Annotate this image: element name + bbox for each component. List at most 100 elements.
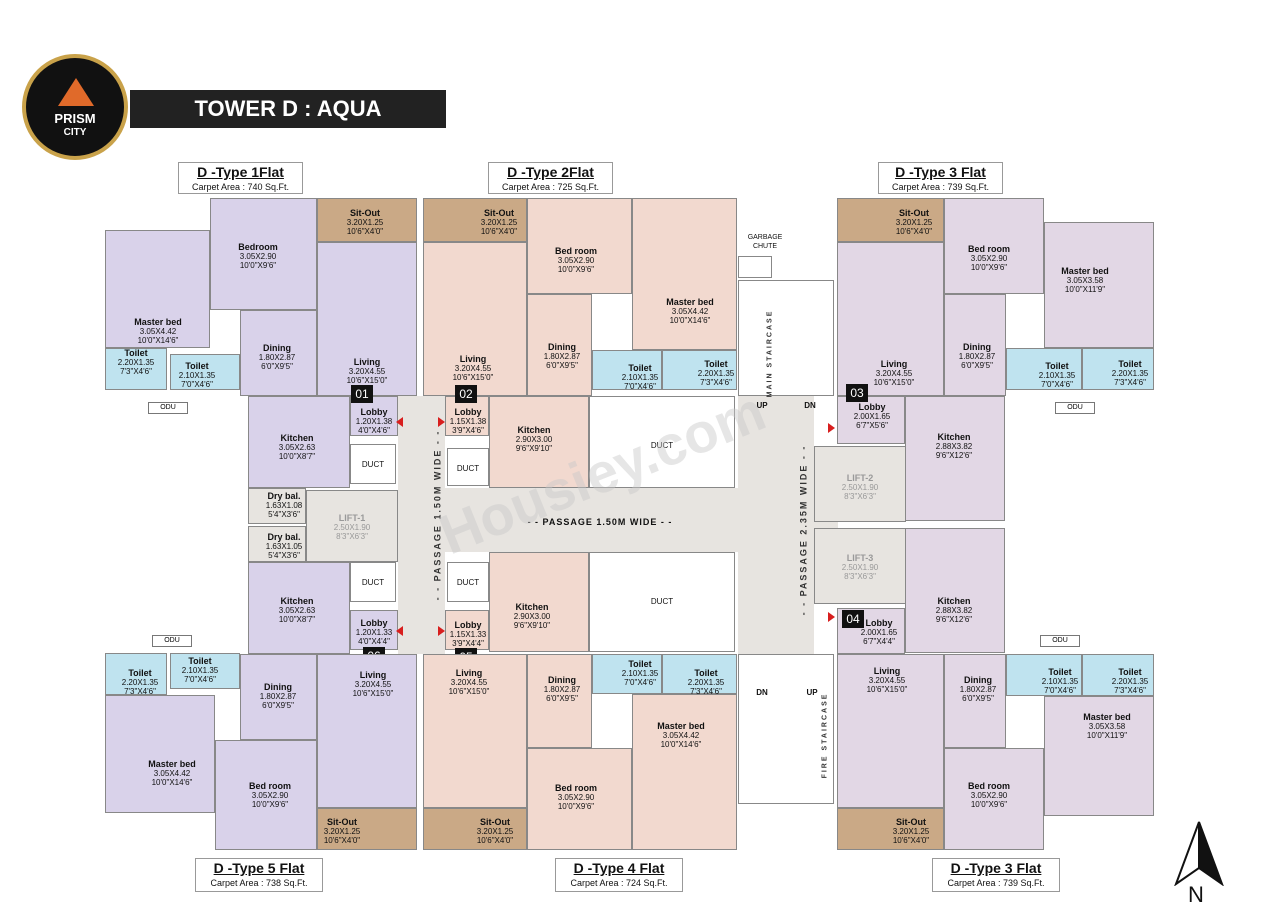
fire-staircase-dn: DN (756, 688, 768, 697)
fire-staircase-label: FIRE STAIRCASE (821, 692, 829, 779)
flat-title-type3-top: D -Type 3 Flat Carpet Area : 739 Sq.Ft. (878, 162, 1003, 194)
flat2-dining (527, 294, 592, 396)
flat3-dining (944, 294, 1006, 396)
flat3-odu: ODU (1055, 402, 1095, 414)
flat5-dining (240, 654, 317, 740)
flat3-master-bed (1044, 222, 1154, 348)
flat-number-badge-04: 04 (842, 610, 864, 628)
flat-name: D -Type 3 Flat (950, 860, 1042, 876)
duct-1-label: DUCT (361, 460, 385, 469)
flat2-sitout (423, 198, 527, 242)
entry-arrow-icon (396, 417, 403, 427)
flat-name: D -Type 5 Flat (213, 860, 305, 876)
core-passage-right (738, 396, 814, 654)
logo-brand-line2: CITY (63, 127, 87, 138)
entry-arrow-icon (438, 417, 445, 427)
flat2-bedroom (527, 198, 632, 294)
flat3-sitout (837, 198, 944, 242)
duct-3 (350, 562, 396, 602)
flat5-toilet2 (170, 653, 240, 689)
flat2-toilet2 (662, 350, 737, 390)
flat6-dining (944, 654, 1006, 748)
flat2-master-bed (632, 198, 737, 350)
duct-2 (447, 448, 489, 486)
flat3-toilet1 (1006, 348, 1082, 390)
flat5-odu: ODU (152, 635, 192, 647)
duct-large-top-label: DUCT (650, 441, 674, 450)
flat2-toilet1 (592, 350, 662, 390)
garbage-chute-label: GARBAGE CHUTE (747, 234, 783, 250)
flat4-dining (527, 654, 592, 748)
flat-name: D -Type 1Flat (197, 164, 284, 180)
garbage-chute (738, 256, 772, 278)
flat4-sitout (423, 808, 527, 850)
flat4-toilet1 (592, 654, 662, 694)
flat6-kitchen (905, 528, 1005, 653)
flat-number-badge-02: 02 (455, 385, 477, 403)
lift-2 (814, 446, 906, 522)
fire-staircase (738, 654, 834, 804)
passage-vertical-right-label: - - PASSAGE 2.35M WIDE - - (798, 444, 809, 616)
flat1-master-bed (105, 230, 210, 348)
flat-area: Carpet Area : 738 Sq.Ft. (210, 878, 308, 888)
flat5-kitchen (248, 562, 350, 654)
flat1-bedroom (210, 198, 317, 310)
flat5-master-bed (105, 695, 215, 813)
main-staircase (738, 280, 834, 396)
duct-3-label: DUCT (361, 578, 385, 587)
flat4-lobby (445, 610, 489, 650)
flat3-lobby (837, 396, 905, 444)
core-passage-left (398, 396, 445, 654)
flat3-bedroom (944, 198, 1044, 294)
flat2-kitchen (489, 396, 589, 488)
flat6-toilet1 (1006, 654, 1082, 696)
logo-brand-line1: PRISM (54, 111, 96, 126)
main-staircase-up: UP (756, 401, 768, 410)
duct-large-top (589, 396, 735, 488)
flat6-toilet2 (1082, 654, 1154, 696)
flat-area: Carpet Area : 739 Sq.Ft. (947, 878, 1045, 888)
duct-4 (447, 562, 489, 602)
duct-large-bottom (589, 552, 735, 652)
lift-1 (306, 490, 398, 562)
flat-name: D -Type 3 Flat (895, 164, 986, 180)
flat-title-type3-bottom: D -Type 3 Flat Carpet Area : 739 Sq.Ft. (932, 858, 1060, 892)
logo-triangle-icon (58, 78, 94, 106)
duct-2-label: DUCT (456, 464, 480, 473)
flat5-bedroom (215, 740, 317, 850)
main-staircase-label: MAIN STAIRCASE (766, 309, 774, 398)
flat6-master-bed (1044, 696, 1154, 816)
passage-horizontal-label: - - PASSAGE 1.50M WIDE - - (527, 517, 673, 527)
prism-city-logo: PRISM CITY (22, 54, 128, 160)
fire-staircase-up: UP (806, 688, 818, 697)
tower-title: TOWER D : AQUA (130, 90, 446, 128)
flat4-master-bed (632, 694, 737, 850)
flat6-living (837, 654, 944, 808)
north-arrow-icon (1172, 820, 1226, 887)
